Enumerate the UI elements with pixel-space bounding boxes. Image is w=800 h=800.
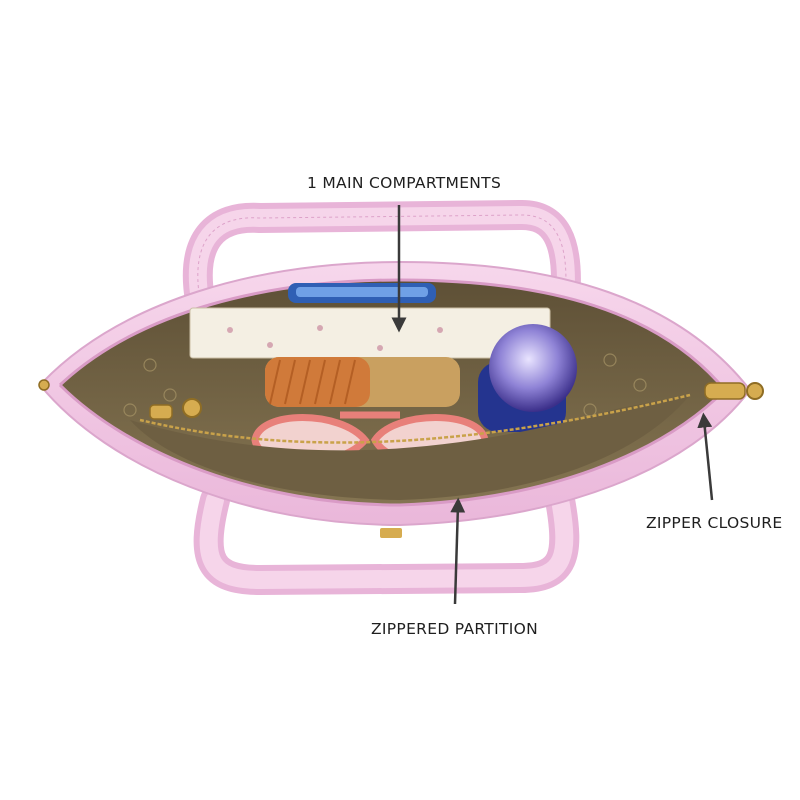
zipper-pull	[704, 382, 764, 400]
zipper-closure-label: ZIPPER CLOSURE	[646, 514, 783, 532]
zippered-partition-label: ZIPPERED PARTITION	[371, 620, 538, 638]
arrow-zippered-partition	[450, 497, 466, 605]
main-compartment-label: 1 MAIN COMPARTMENTS	[307, 174, 502, 192]
zippered-partition	[130, 393, 691, 500]
bottom-handle	[193, 485, 580, 596]
arrow-zipper-closure	[697, 412, 714, 501]
side-ring	[38, 379, 50, 391]
top-handle	[182, 200, 581, 315]
logo-plate	[380, 528, 402, 538]
